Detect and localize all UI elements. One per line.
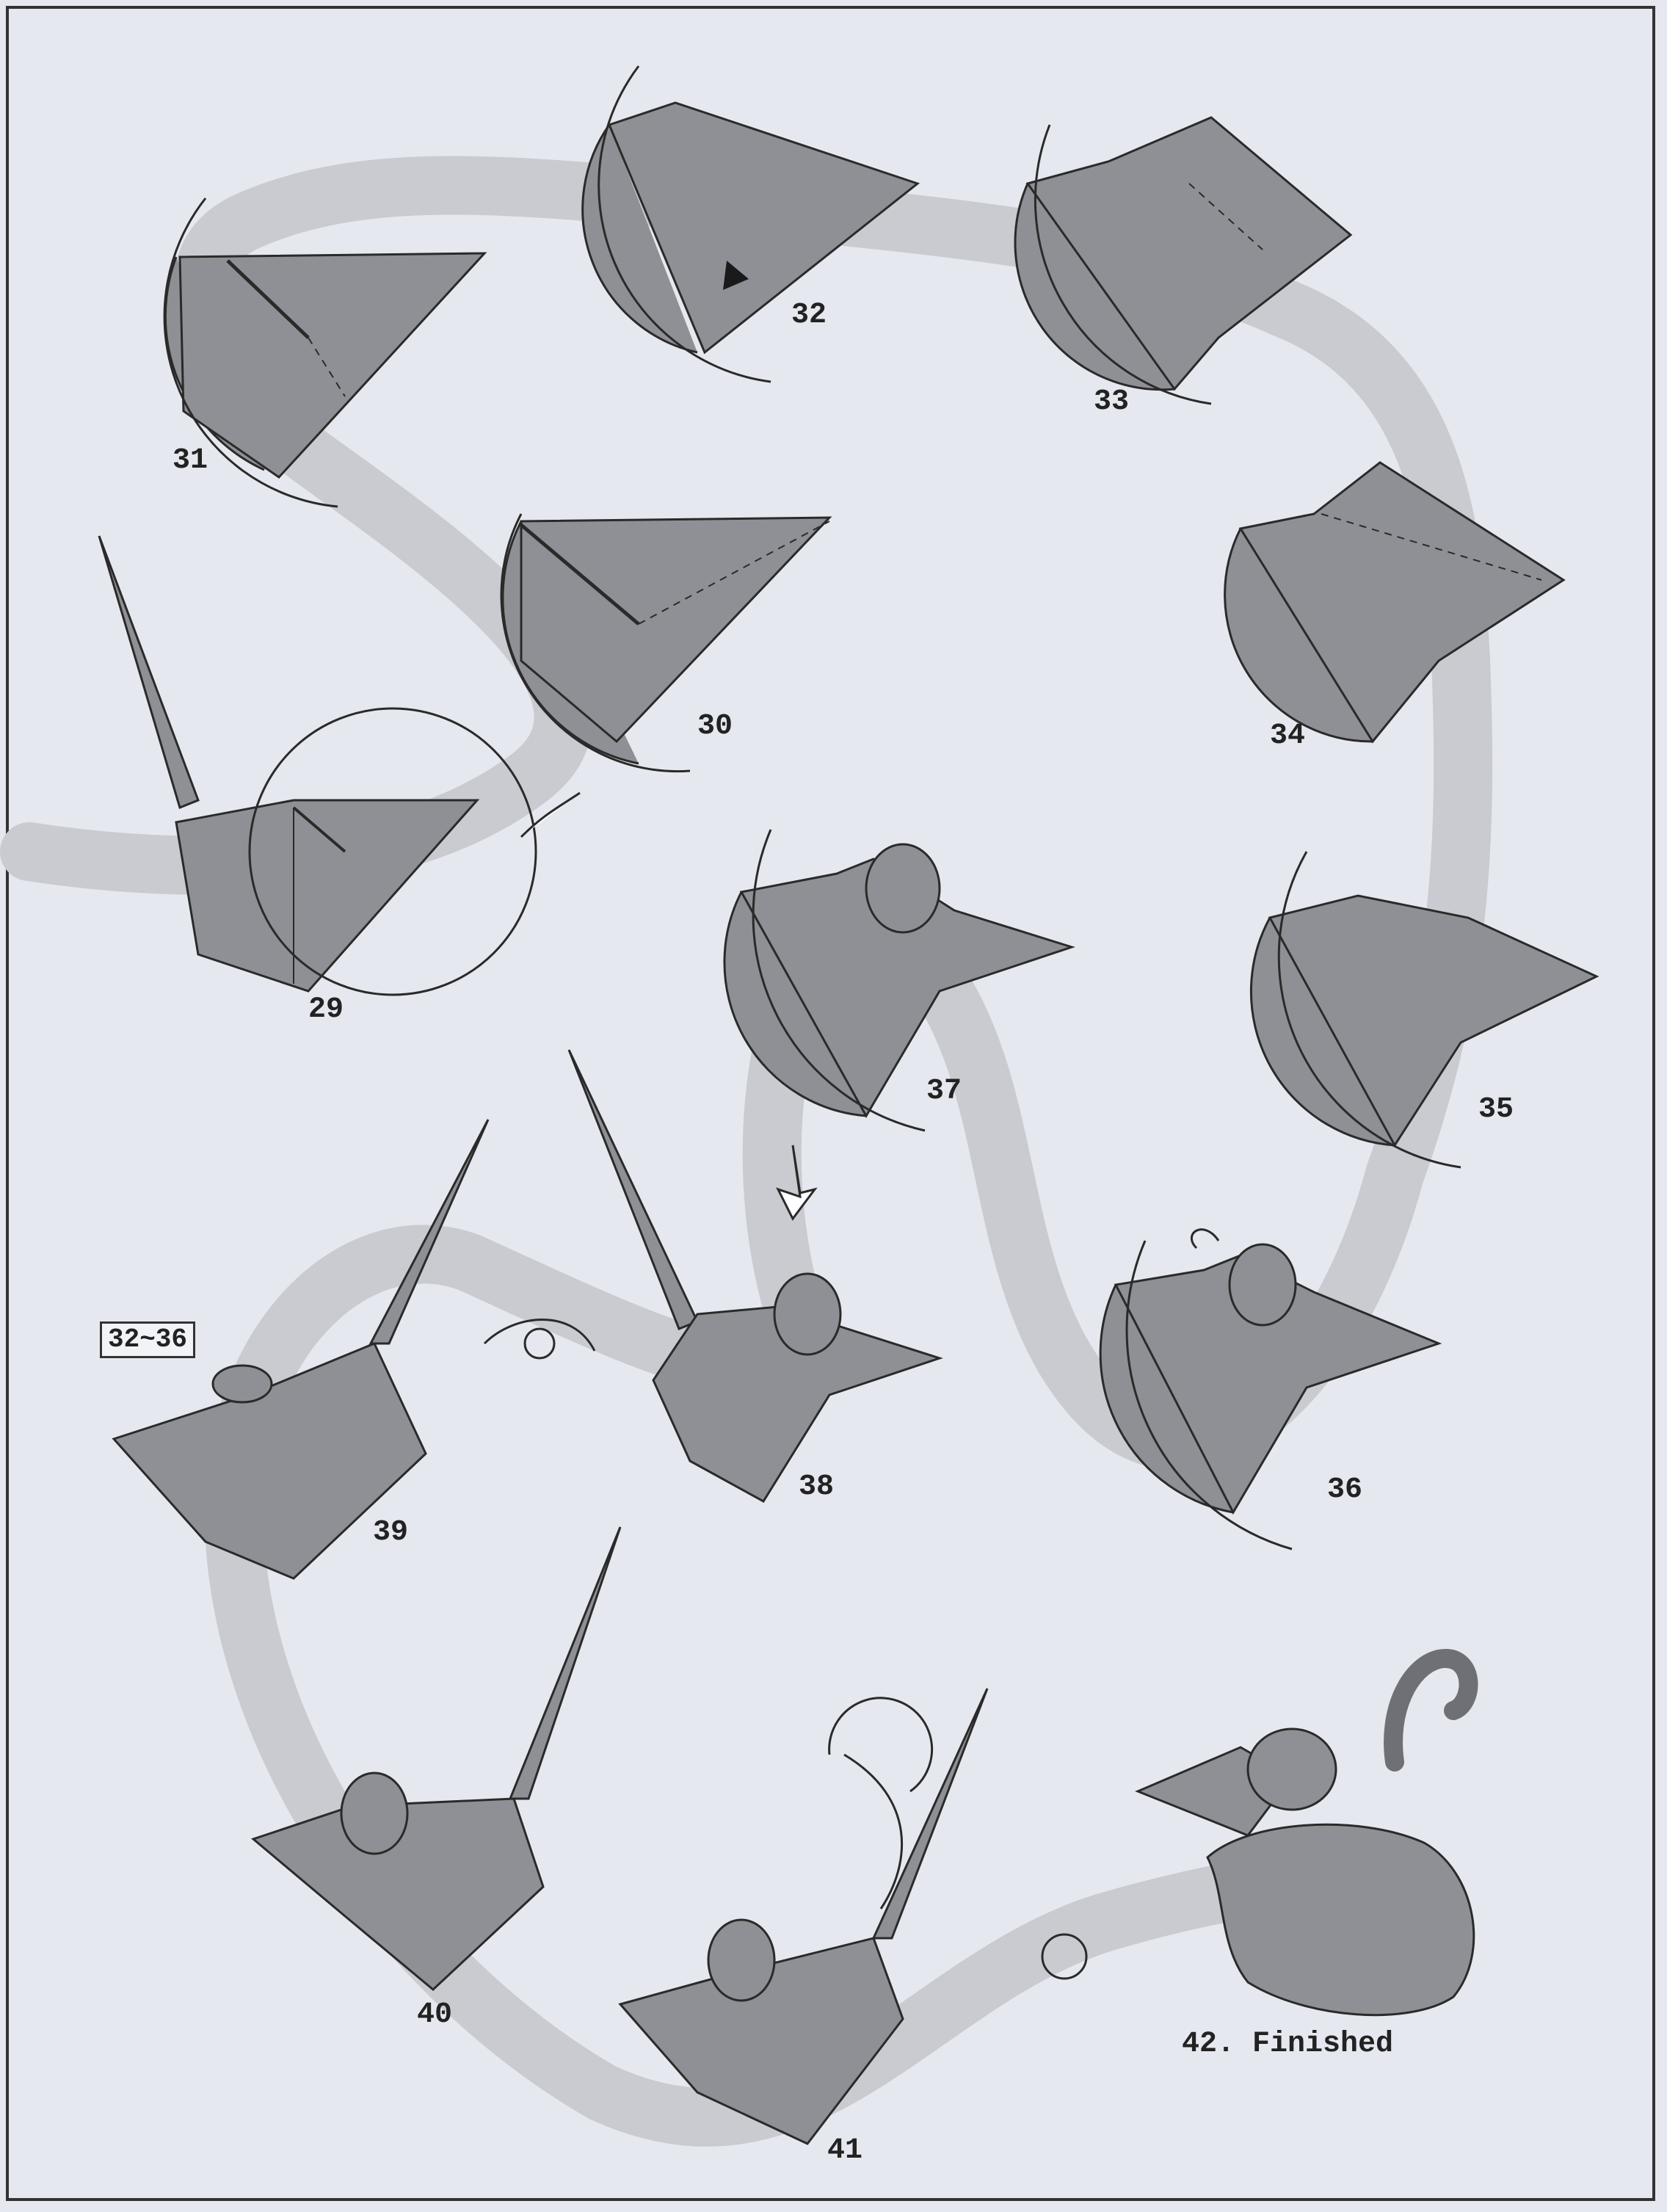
step-31-label: 31 bbox=[172, 446, 208, 476]
repeat-steps-note: 32~36 bbox=[100, 1321, 195, 1358]
step-33-model bbox=[1015, 117, 1351, 404]
step-32-label: 32 bbox=[791, 301, 827, 330]
finished-mouse bbox=[1138, 1658, 1474, 2015]
step-30-label: 30 bbox=[697, 712, 733, 741]
step-37-label: 37 bbox=[926, 1077, 962, 1106]
step-40-label: 40 bbox=[417, 2001, 452, 2030]
step-34-label: 34 bbox=[1270, 722, 1305, 751]
step-34-model bbox=[1225, 463, 1564, 741]
step-41-model bbox=[620, 1689, 987, 2144]
step-33-label: 33 bbox=[1094, 388, 1129, 417]
step-38-label: 38 bbox=[799, 1473, 834, 1502]
step-35-label: 35 bbox=[1478, 1095, 1514, 1125]
step-29-label: 29 bbox=[308, 996, 344, 1025]
step-39-label: 39 bbox=[373, 1518, 408, 1548]
step-42-label: 42. Finished bbox=[1182, 2030, 1393, 2059]
step-32-model bbox=[583, 66, 918, 382]
step-36-label: 36 bbox=[1327, 1476, 1362, 1505]
step-41-label: 41 bbox=[827, 2136, 862, 2166]
fold-arrow-icon bbox=[1191, 1230, 1219, 1248]
